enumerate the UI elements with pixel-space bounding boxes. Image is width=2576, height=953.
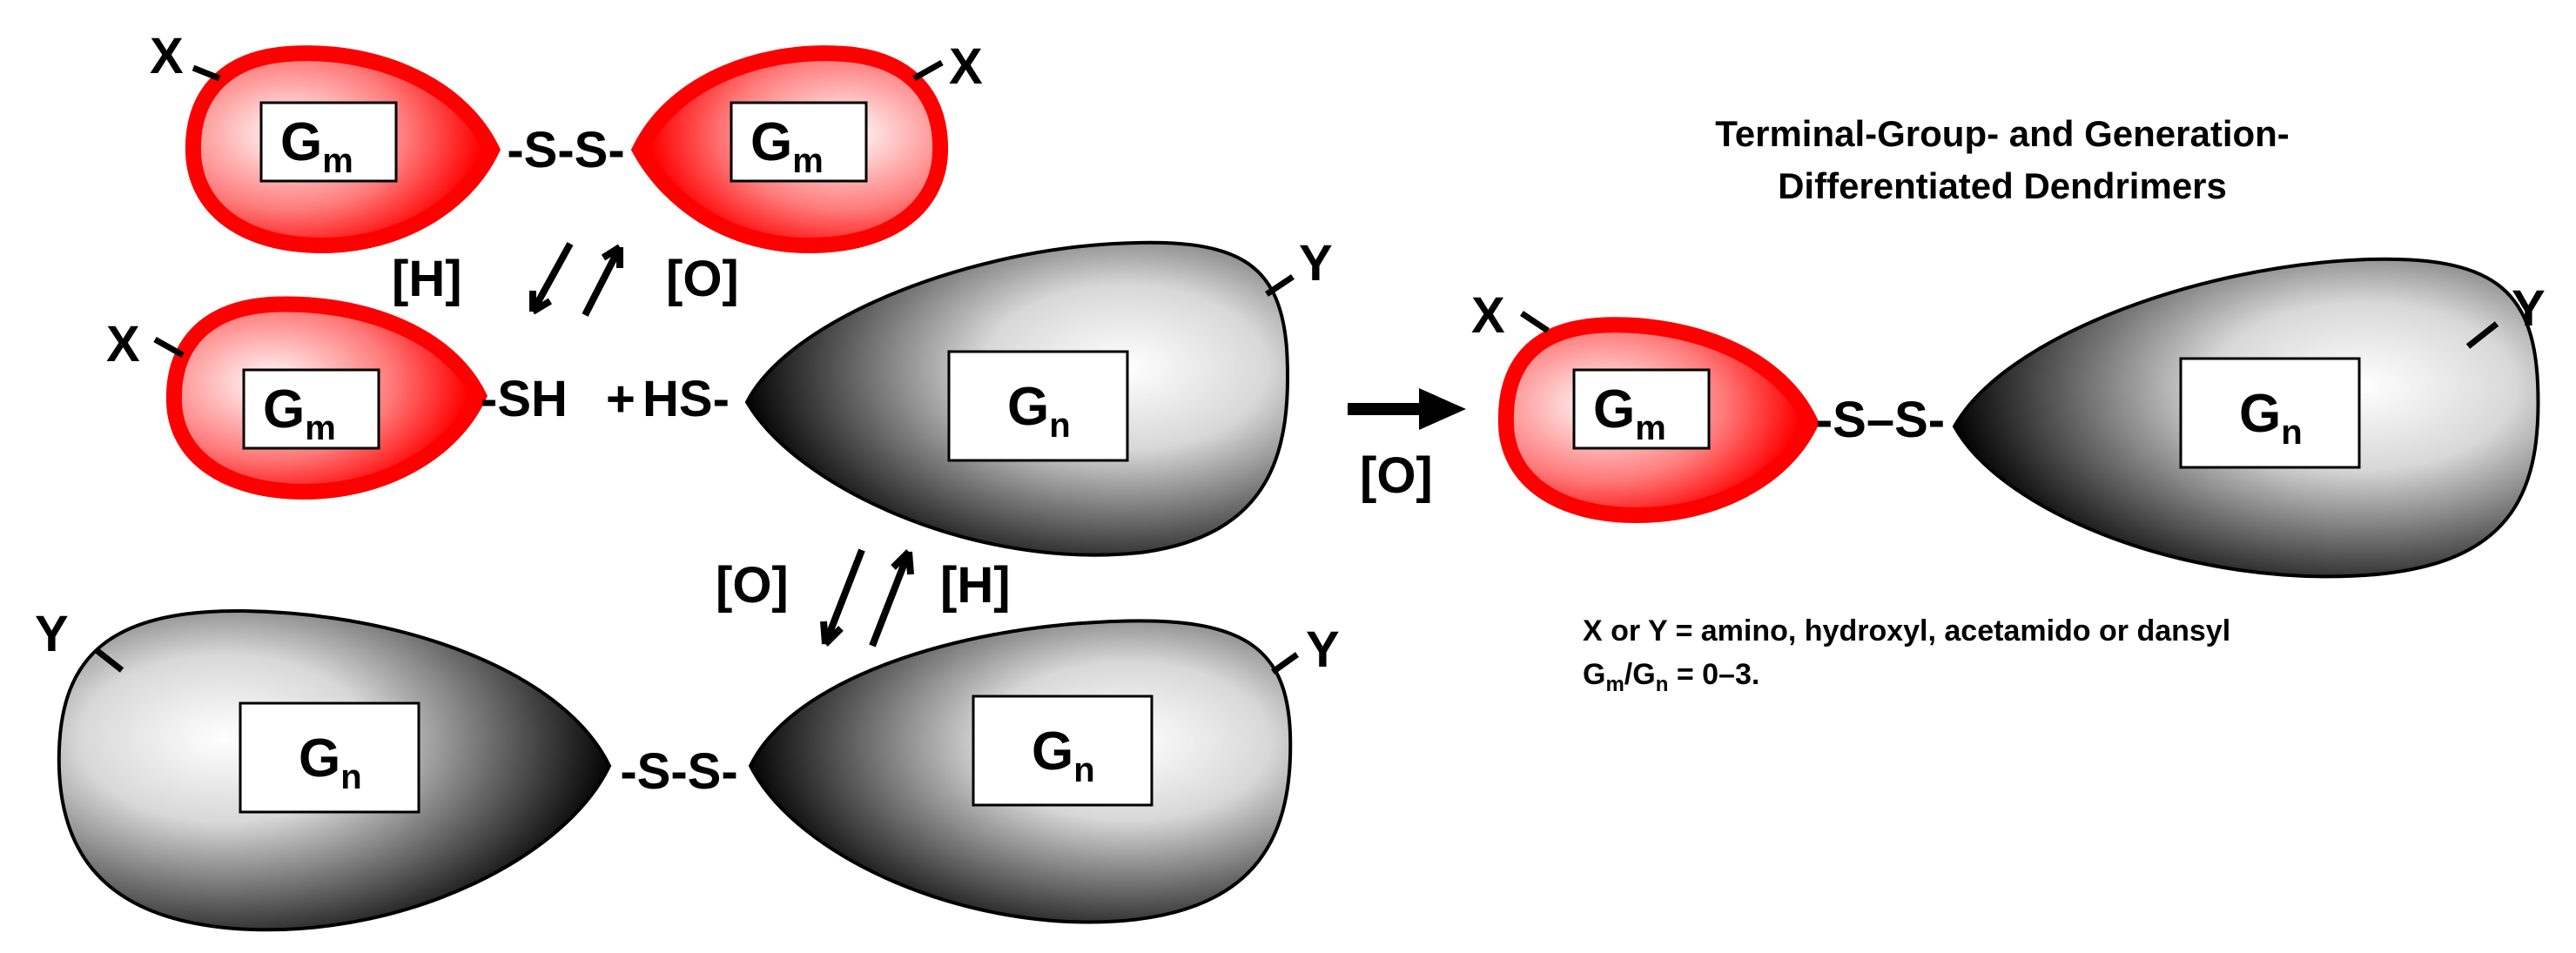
reduce-label-upper: [H] [392,251,462,307]
gn-label-middle: Gn [1007,377,1071,445]
y-label-middle: Y [1299,235,1333,292]
x-bond-middle [153,336,185,359]
arrow-up-lower [869,549,914,648]
gm-label-top-right: Gm [750,112,824,180]
gn-box-product [2179,357,2361,469]
thiol-right: HS- [642,371,730,427]
title-line-1: Terminal-Group- and Generation- [1715,113,2290,154]
gm-box-top-left [259,101,398,183]
middle-thiols: Gm X -SH + HS- Gn Y [106,235,1333,557]
y-label-bottom-right: Y [1306,621,1340,678]
gm-label-middle: Gm [263,379,336,447]
arrow-up-upper [582,244,623,317]
x-bond-product [1520,311,1550,333]
gm-box-top-right [730,101,868,183]
x-label-product: X [1471,287,1505,344]
gm-label-top-left: Gm [280,112,353,180]
x-bond-top-right [912,59,944,82]
gm-box-middle [242,368,380,450]
equilibrium-arrows-upper: [H] [O] [392,242,739,317]
gn-label-bottom-left: Gn [299,728,362,796]
reduce-label-lower: [H] [940,557,1011,614]
gn-box-bottom-right [972,695,1153,807]
gn-label-product: Gn [2239,384,2303,452]
equilibrium-arrows-lower: [O] [H] [716,548,1011,648]
y-bond-middle [1265,274,1295,297]
disulfide-top: -S-S- [507,122,624,178]
disulfide-bottom: -S-S- [620,743,737,800]
bottom-disulfide-gn-dimer: Gn Gn -S-S- Y Y [35,606,1340,932]
y-label-product: Y [2512,280,2546,337]
title-line-2: Differentiated Dendrimers [1778,165,2227,206]
legend-line-1: X or Y = amino, hydroxyl, acetamido or d… [1583,614,2230,648]
gm-box-product [1572,368,1711,450]
oxidize-label-reaction: [O] [1360,447,1433,504]
arrow-down-lower [820,548,865,647]
y-label-bottom-left: Y [35,606,69,662]
thiol-left: -SH [481,371,568,427]
gn-box-bottom-left [239,701,420,814]
oxidize-label-upper: [O] [666,251,739,307]
x-label-top-right: X [949,38,983,95]
y-bond-product [2465,321,2499,349]
x-label-top-left: X [150,28,184,84]
x-bond-top-left [192,64,221,82]
oxidation-reaction-arrow: [O] [1348,388,1466,504]
y-bond-bottom-right [1270,652,1300,674]
gn-box-middle [947,350,1129,462]
reaction-arrow-head [1419,388,1466,430]
gn-label-bottom-right: Gn [1032,721,1095,789]
oxidize-label-lower: [O] [716,557,789,614]
x-label-middle: X [106,316,140,372]
legend-line-2: Gm/Gn = 0–3. [1583,658,1759,696]
y-bond-bottom-left [95,648,124,673]
top-disulfide-gm-dimer: Gm Gm -S-S- X X [150,28,983,254]
product-heterodimer: Gm X -S–S- Gn Y [1471,257,2546,579]
plus-sign: + [606,371,636,427]
arrow-down-upper [529,242,574,315]
gm-label-product: Gm [1593,379,1666,447]
disulfide-product: -S–S- [1816,392,1945,448]
legend-block: X or Y = amino, hydroxyl, acetamido or d… [1583,614,2230,696]
title-block: Terminal-Group- and Generation- Differen… [1715,113,2290,206]
